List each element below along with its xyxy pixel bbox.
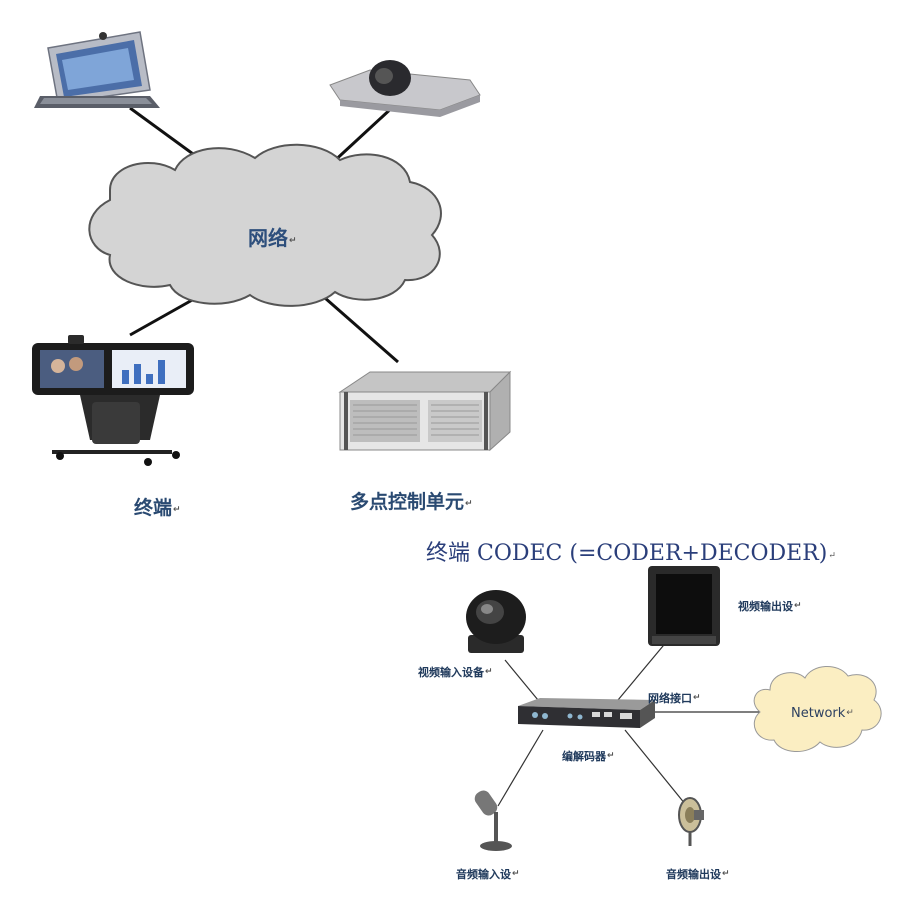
network-cloud-shape bbox=[88, 143, 442, 307]
codec-section-title: 终端 CODEC (=CODER+DECODER)↵ bbox=[426, 541, 836, 566]
line-videoout-to-codec bbox=[617, 639, 669, 701]
desktop-videophone-icon bbox=[34, 31, 160, 108]
network-small-cloud-label: Network↵ bbox=[791, 706, 854, 721]
video-input-label: 视频输入设备↵ bbox=[418, 666, 493, 679]
network-small-cloud-shape bbox=[753, 666, 882, 752]
mcu-label: 多点控制单元↵ bbox=[350, 491, 473, 513]
line-mcu-to-network bbox=[324, 296, 399, 364]
ptz-camera-icon bbox=[466, 590, 526, 653]
line-codec-to-mic bbox=[497, 729, 544, 807]
video-output-label: 视频输出设↵ bbox=[738, 600, 802, 613]
room-terminal-icon bbox=[32, 335, 194, 466]
mcu-rack-icon bbox=[338, 370, 512, 452]
codec-box-icon bbox=[518, 698, 655, 728]
audio-output-label: 音频输出设↵ bbox=[666, 868, 730, 881]
network-interface-label: 网络接口↵ bbox=[648, 692, 701, 705]
camera-unit-icon bbox=[329, 60, 481, 117]
crt-monitor-icon bbox=[648, 566, 720, 646]
line-videoin-to-codec bbox=[504, 659, 539, 701]
lower-connector-lines bbox=[497, 639, 760, 811]
network-cloud-label: 网络↵ bbox=[248, 226, 297, 250]
line-codec-to-speaker bbox=[624, 729, 691, 811]
microphone-icon bbox=[474, 790, 512, 851]
codec-label: 编解码器↵ bbox=[562, 750, 615, 763]
speaker-icon bbox=[678, 797, 704, 846]
line-camera-to-network bbox=[328, 103, 397, 167]
terminal-label: 终端↵ bbox=[134, 497, 181, 519]
audio-input-label: 音频输入设↵ bbox=[456, 868, 520, 881]
